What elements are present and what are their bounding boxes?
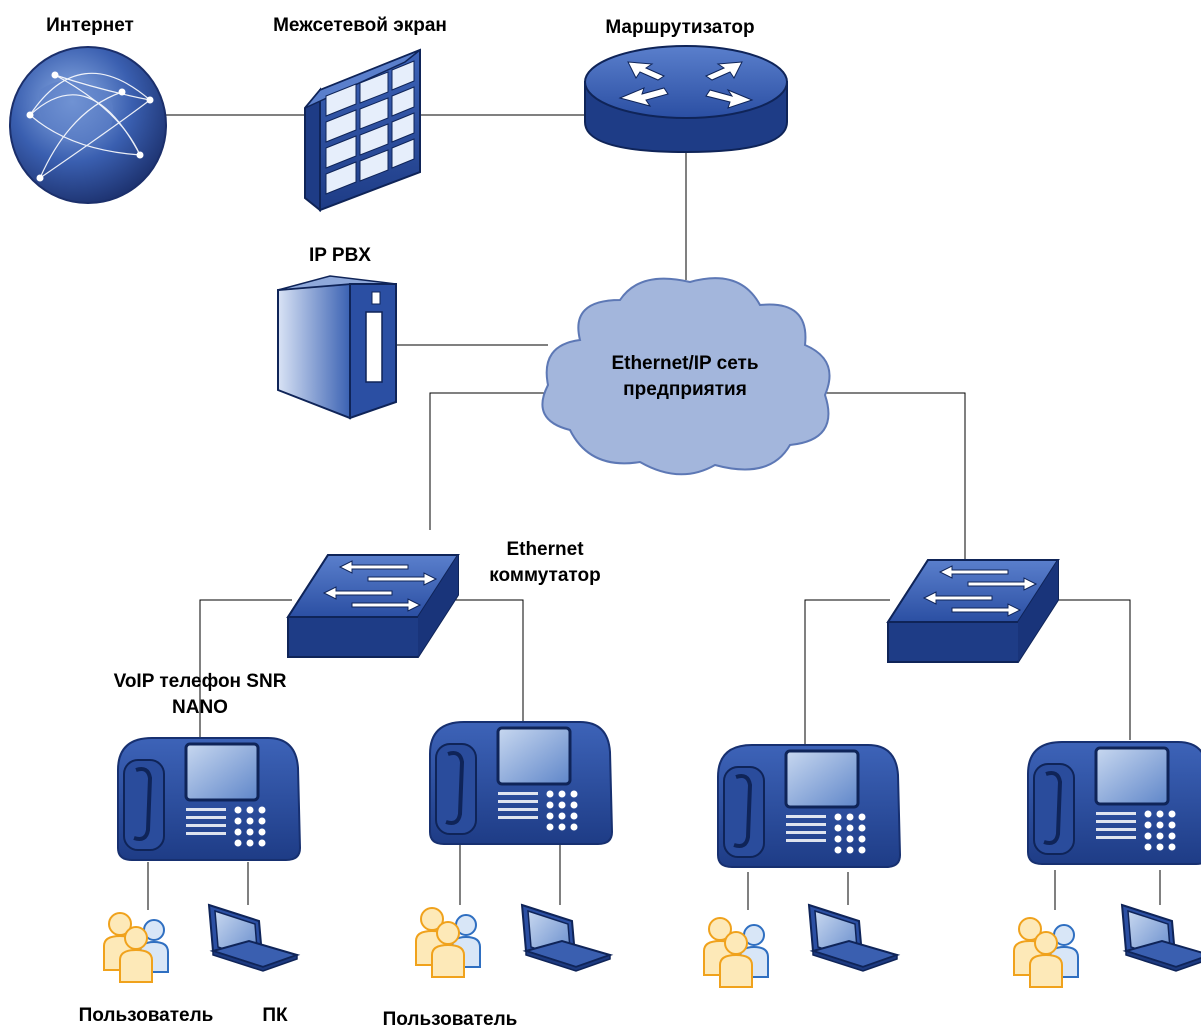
ethernet-switch-left-icon (287, 554, 459, 658)
ip-pbx-server-icon (277, 275, 397, 420)
phone-label-line1: VoIP телефон SNR (113, 671, 287, 692)
ip-pbx-label: IP PBX (309, 245, 371, 266)
firewall-icon (304, 48, 421, 213)
pc-label-1: ПК (262, 1005, 288, 1026)
voip-phone-4-icon (1026, 740, 1201, 866)
network-label-line2: предприятия (623, 379, 747, 400)
users-3-icon (703, 917, 769, 988)
pc-laptop-4-icon (1121, 904, 1201, 972)
ethernet-switch-right-icon (887, 559, 1059, 663)
firewall-label: Межсетевой экран (273, 15, 447, 36)
pc-laptop-2-icon (521, 904, 611, 972)
pc-laptop-1-icon (208, 904, 298, 972)
user-label-1: Пользователь (78, 1005, 214, 1026)
internet-label: Интернет (46, 15, 134, 36)
enterprise-network-cloud (541, 277, 831, 476)
router-icon (584, 45, 788, 154)
internet-globe-icon (9, 46, 167, 204)
users-1-icon (103, 912, 169, 983)
phone-label-line2: NANO (172, 697, 228, 718)
switch-label-line1: Ethernet (506, 539, 584, 560)
users-2-icon (415, 907, 481, 978)
user-label-2: Пользователь (382, 1009, 518, 1030)
voip-phone-2-icon (428, 720, 614, 846)
voip-phone-1-icon (116, 736, 302, 862)
users-4-icon (1013, 917, 1079, 988)
switch-label-line2: коммутатор (489, 565, 601, 586)
connection-lines (147, 114, 1161, 910)
router-label: Маршрутизатор (605, 17, 755, 38)
pc-laptop-3-icon (808, 904, 898, 972)
network-label-line1: Ethernet/IP сеть (611, 353, 759, 374)
voip-phone-3-icon (716, 743, 902, 869)
